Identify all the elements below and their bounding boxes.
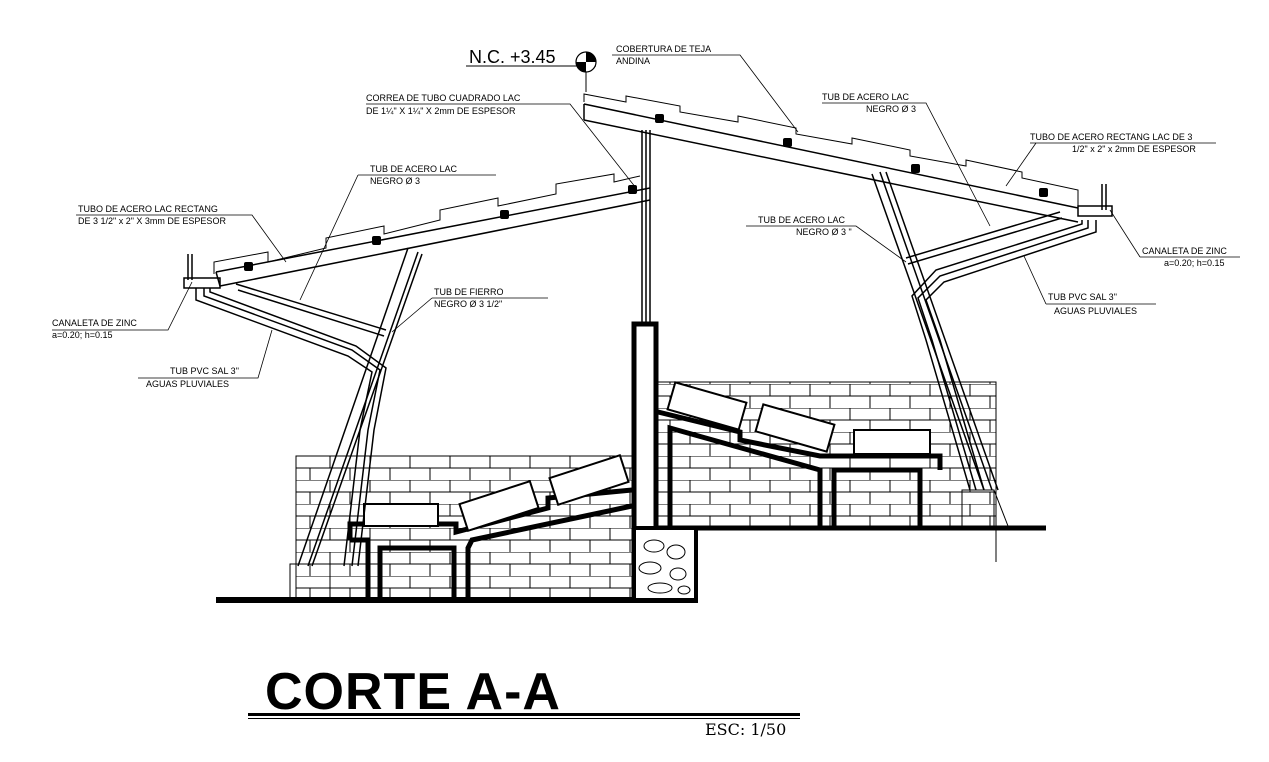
label-tub-right-top-1: TUB DE ACERO LAC — [822, 92, 910, 102]
gutter-left — [183, 254, 221, 289]
label-cobertura-1: COBERTURA DE TEJA — [616, 44, 711, 54]
label-tub-right-mid-1: TUB DE ACERO LAC — [758, 215, 846, 225]
roof-right — [583, 93, 1079, 265]
stone-foundation — [632, 526, 698, 602]
label-tubo-rect-right-2: 1/2" x 2" x 2mm DE ESPESOR — [1072, 144, 1196, 154]
label-correa-2: DE 1¼" X 1¼" X 2mm DE ESPESOR — [366, 106, 516, 116]
label-tub-fierro-1: TUB DE FIERRO — [434, 287, 504, 297]
roof-left — [213, 173, 651, 337]
label-canaleta-right-1: CANALETA DE ZINC — [1142, 246, 1227, 256]
label-correa-1: CORREA DE TUBO CUADRADO LAC — [366, 93, 521, 103]
section-title: CORTE A-A — [265, 663, 561, 721]
label-pvc-right-2: AGUAS PLUVIALES — [1054, 306, 1137, 316]
label-tub-right-top-2: NEGRO Ø 3 — [866, 104, 916, 114]
bench-right — [657, 381, 943, 528]
gutter-right — [1077, 184, 1113, 217]
bench-left — [347, 453, 633, 598]
label-tubo-rect-left-2: DE 3 1/2" x 2" X 3mm DE ESPESOR — [78, 216, 226, 226]
label-tub-left-2: NEGRO Ø 3 — [370, 176, 420, 186]
labels: COBERTURA DE TEJA ANDINA CORREA DE TUBO … — [52, 44, 1227, 389]
label-tub-left-1: TUB DE ACERO LAC — [370, 164, 458, 174]
label-pvc-left-1: TUB PVC SAL 3" — [170, 366, 239, 376]
downspout-right — [911, 220, 1097, 491]
label-tubo-rect-right-1: TUBO DE ACERO RECTANG LAC DE 3 — [1030, 132, 1192, 142]
level-text: N.C. +3.45 — [469, 47, 556, 67]
label-cobertura-2: ANDINA — [616, 56, 650, 66]
title-underline — [248, 713, 800, 716]
label-tub-fierro-2: NEGRO Ø 3 1/2" — [434, 299, 502, 309]
label-pvc-right-1: TUB PVC SAL 3" — [1048, 292, 1117, 302]
post-right — [871, 171, 1009, 527]
label-pvc-left-2: AGUAS PLUVIALES — [146, 379, 229, 389]
title-underline-thin — [248, 718, 800, 719]
label-canaleta-right-2: a=0.20; h=0.15 — [1164, 258, 1225, 268]
label-tub-right-mid-2: NEGRO Ø 3 " — [796, 227, 852, 237]
post-left — [289, 247, 423, 599]
label-canaleta-left-1: CANALETA DE ZINC — [52, 318, 137, 328]
label-tubo-rect-left-1: TUBO DE ACERO LAC RECTANG — [78, 204, 218, 214]
scale-label: ESC: 1/50 — [705, 720, 787, 739]
leader-lines — [52, 54, 1240, 379]
level-marker: N.C. +3.45 — [466, 47, 597, 92]
downspout-left — [195, 288, 387, 567]
label-canaleta-left-2: a=0.20; h=0.15 — [52, 330, 113, 340]
